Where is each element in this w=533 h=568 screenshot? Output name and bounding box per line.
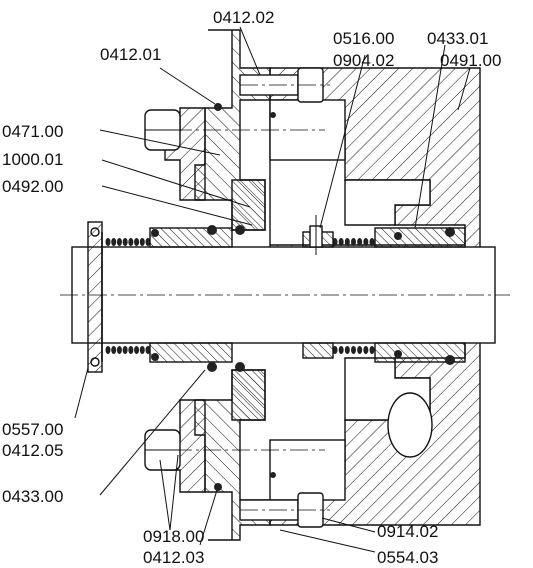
spring-coil bbox=[139, 238, 145, 246]
spring-coil bbox=[128, 346, 134, 354]
port-opening bbox=[387, 392, 433, 458]
spring-coil bbox=[145, 346, 151, 354]
spring-coil bbox=[351, 346, 356, 354]
label-0904-02: 0904.02 bbox=[333, 51, 394, 70]
stationary-seat bbox=[231, 179, 266, 421]
spring-coil bbox=[357, 346, 363, 354]
label-0557-00: 0557.00 bbox=[2, 420, 63, 439]
spring-coil bbox=[344, 238, 350, 246]
label-1000-01: 1000.01 bbox=[2, 150, 63, 169]
label-0412-03: 0412.03 bbox=[143, 548, 204, 567]
spring-coil bbox=[122, 238, 128, 246]
spring-coil bbox=[111, 238, 117, 246]
label-0412-02: 0412.02 bbox=[213, 8, 274, 27]
label-0918-00: 0918.00 bbox=[143, 527, 204, 546]
label-0516-00: 0516.00 bbox=[333, 29, 394, 48]
spring-coil bbox=[105, 238, 111, 246]
spring-coil bbox=[357, 238, 363, 246]
spring-coil bbox=[116, 346, 122, 354]
shaft bbox=[60, 84, 510, 511]
spring-coil bbox=[351, 238, 356, 246]
spring-coil bbox=[332, 238, 338, 246]
spring-coil bbox=[105, 346, 111, 354]
label-0412-05: 0412.05 bbox=[2, 441, 63, 460]
label-0412-01: 0412.01 bbox=[100, 45, 161, 64]
label-0433-00: 0433.00 bbox=[2, 487, 63, 506]
o-rings bbox=[90, 103, 455, 491]
spring-coil bbox=[338, 238, 344, 246]
spring-coil bbox=[122, 346, 128, 354]
collar-ring bbox=[87, 221, 103, 373]
spring-coil bbox=[111, 346, 117, 354]
drive-pin bbox=[309, 215, 323, 255]
spring-coil bbox=[139, 346, 145, 354]
spring-coil bbox=[338, 346, 344, 354]
label-0471-00: 0471.00 bbox=[2, 122, 63, 141]
spring-coil bbox=[134, 346, 140, 354]
leader-lines bbox=[74, 26, 471, 553]
spring-coil bbox=[344, 346, 350, 354]
spring-coil bbox=[369, 238, 375, 246]
spring-coil bbox=[369, 346, 375, 354]
spring-coil bbox=[145, 238, 151, 246]
spring-coil bbox=[363, 238, 369, 246]
label-0433-01: 0433.01 bbox=[427, 29, 488, 48]
spring-coil bbox=[116, 238, 122, 246]
label-0554-03: 0554.03 bbox=[377, 548, 438, 567]
label-0914-02: 0914.02 bbox=[377, 522, 438, 541]
spring-coil bbox=[128, 238, 134, 246]
label-0492-00: 0492.00 bbox=[2, 177, 63, 196]
spring-coil bbox=[332, 346, 338, 354]
spring-coil bbox=[363, 346, 369, 354]
part-labels: 0412.02 0412.01 0516.00 0433.01 0904.02 … bbox=[2, 8, 501, 567]
springs bbox=[105, 238, 375, 354]
label-0491-00: 0491.00 bbox=[440, 51, 501, 70]
spring-coil bbox=[134, 238, 140, 246]
